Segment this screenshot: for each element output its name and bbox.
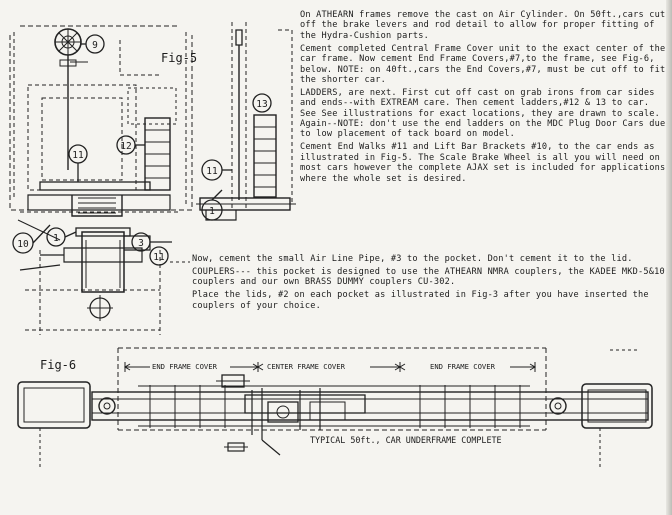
- instructions-column: On ATHEARN frames remove the cast on Air…: [300, 10, 668, 187]
- instruction-paragraph: Now, cement the small Air Line Pipe, #3 …: [192, 254, 633, 264]
- fig5-side-view-drawing: [196, 22, 296, 221]
- callout-1-a: 1: [53, 233, 59, 244]
- coupler-instructions: Now, cement the small Air Line Pipe, #3 …: [192, 254, 668, 314]
- fig6-label: Fig-6: [40, 358, 76, 372]
- page-edge-shadow: [666, 0, 672, 515]
- callout-11-c: 11: [153, 252, 165, 263]
- instruction-paragraph: COUPLERS--- this pocket is designed to u…: [192, 266, 665, 288]
- callout-12: 12: [120, 141, 131, 152]
- fig6-underframe-drawing: [17, 347, 653, 470]
- callout-9: 9: [92, 40, 98, 51]
- instruction-paragraph: Cement completed Central Frame Cover uni…: [300, 43, 666, 85]
- end-frame-cover-left-label: END FRAME COVER: [152, 362, 218, 371]
- fig6-caption: TYPICAL 50ft., CAR UNDERFRAME COMPLETE: [310, 435, 502, 445]
- callout-1-b: 1: [209, 206, 215, 217]
- center-frame-cover-label: CENTER FRAME COVER: [267, 362, 346, 371]
- instruction-paragraph: Place the lids, #2 on each pocket as ill…: [192, 290, 649, 311]
- fig5-callouts: [12, 34, 272, 266]
- instruction-paragraph: Cement End Walks #11 and Lift Bar Bracke…: [300, 142, 666, 184]
- callout-10: 10: [17, 239, 29, 250]
- instruction-paragraph: LADDERS, are next. First cut off cast on…: [300, 87, 666, 140]
- callout-11-a: 11: [72, 150, 84, 161]
- fig5-label: Fig-5: [161, 51, 197, 65]
- instruction-paragraph: On ATHEARN frames remove the cast on Air…: [300, 10, 666, 41]
- callout-11-b: 11: [206, 166, 218, 177]
- end-frame-cover-right-label: END FRAME COVER: [430, 362, 496, 371]
- fig5-car-end-drawing: [9, 25, 193, 335]
- callout-3: 3: [138, 238, 144, 249]
- callout-13: 13: [256, 99, 267, 110]
